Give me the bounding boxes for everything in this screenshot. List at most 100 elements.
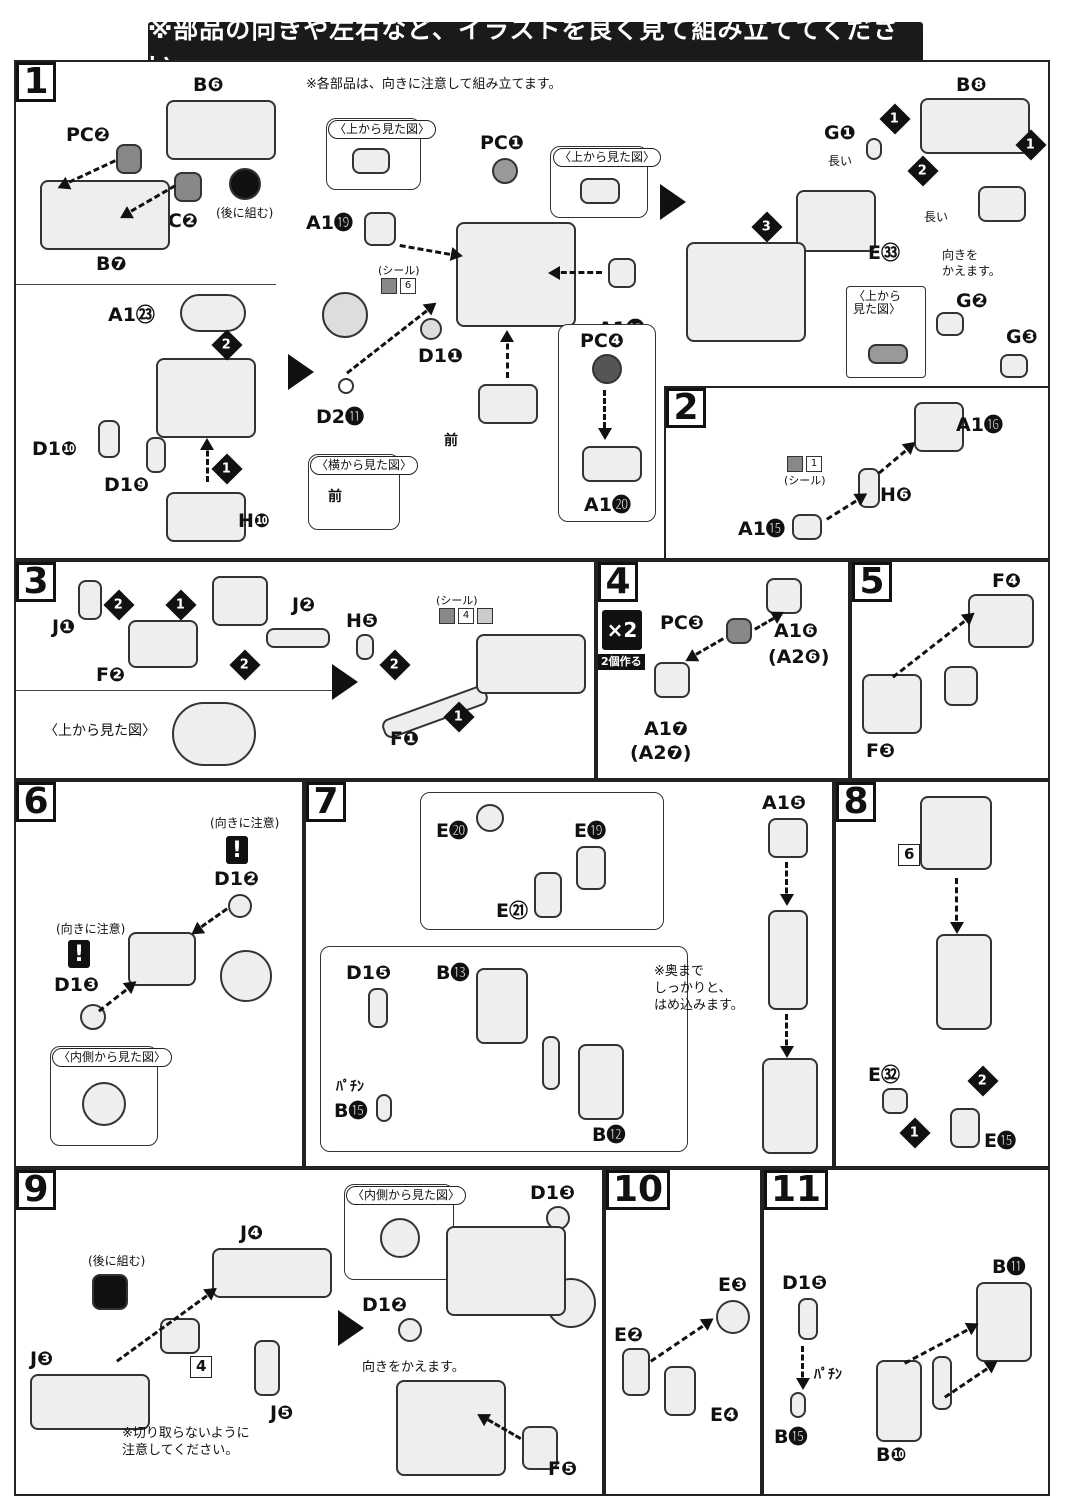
step-3-subdivider xyxy=(16,690,336,691)
part-e33 xyxy=(796,190,876,252)
step-3-panel: 3 J❶ F❷ J❷ 2 1 2 〈上から見た図〉 H❺ 2 F❶ 1 (シール… xyxy=(14,560,596,780)
part-g1 xyxy=(866,138,882,160)
label-b15-s11: B⓯ xyxy=(774,1426,808,1448)
sticker-1: 1(シール) xyxy=(784,456,826,487)
label-d12: D1❷ xyxy=(214,868,260,890)
next-arrow-3 xyxy=(332,664,358,700)
part-torso-core xyxy=(156,358,256,438)
label-b7: B❼ xyxy=(96,253,127,275)
label-caution2: (向きに注意) xyxy=(56,922,126,936)
part-d15-s11 xyxy=(798,1298,818,1340)
label-e20: E⓴ xyxy=(436,820,468,842)
label-b10: B❿ xyxy=(876,1444,907,1466)
part-e15 xyxy=(950,1108,980,1148)
arrow-1d xyxy=(399,244,460,258)
part-d11 xyxy=(420,318,442,340)
part-j4 xyxy=(212,1248,332,1298)
badge-1-s8: 1 xyxy=(899,1117,931,1149)
part-a123 xyxy=(180,294,246,332)
label-topview-b: 〈上から見た図〉 xyxy=(553,148,662,168)
arrow-10a xyxy=(650,1319,712,1363)
arrow-1h xyxy=(603,390,606,436)
label-d13-s9: D1❸ xyxy=(530,1182,576,1204)
part-chest xyxy=(686,242,806,342)
label-j4: J❹ xyxy=(240,1222,264,1244)
label-caution1: (向きに注意) xyxy=(210,816,280,830)
part-link-s7 xyxy=(542,1036,560,1090)
part-insideview-s9 xyxy=(380,1218,420,1258)
arrow-1e xyxy=(552,271,602,274)
part-b13 xyxy=(476,968,528,1044)
step-2-number: 2 xyxy=(666,388,706,428)
label-f3: F❸ xyxy=(866,740,896,762)
part-e32 xyxy=(882,1088,908,1114)
part-ball-s5 xyxy=(944,666,978,706)
arrow-6b xyxy=(98,982,135,1013)
label-e15: E⓯ xyxy=(984,1130,1016,1152)
part-g3 xyxy=(1000,354,1028,378)
label-ref6: 6 xyxy=(898,844,921,866)
badge-1-s3: 1 xyxy=(165,589,197,621)
arrow-7a xyxy=(785,862,788,902)
label-d12-s9: D1❷ xyxy=(362,1294,408,1316)
label-topview-s3: 〈上から見た図〉 xyxy=(44,723,156,739)
step-7-panel: 7 E⓴ E⓳ E㉑ A1❺ D1❺ ﾊﾟﾁﾝ B⓯ B⓭ B⓬ ※奥まで しっ… xyxy=(304,780,834,1168)
part-pc2b xyxy=(174,172,202,202)
part-e2 xyxy=(622,1348,650,1396)
part-link-s11 xyxy=(932,1356,952,1410)
label-b8: B❽ xyxy=(956,74,987,96)
part-f3 xyxy=(862,674,922,734)
step-3-number: 3 xyxy=(16,562,56,602)
step-2-panel: 2 A1⓰ 1(シール) H❻ A1⓯ xyxy=(664,386,1050,560)
part-insideview-s6 xyxy=(82,1082,126,1126)
label-e33: E㉝ xyxy=(868,242,900,264)
next-arrow-1a xyxy=(288,354,314,390)
label-a17: A1❼ xyxy=(644,718,689,740)
label-mae2: 前 xyxy=(328,489,342,505)
step-4-number: 4 xyxy=(598,562,638,602)
arrow-6a xyxy=(193,907,228,933)
label-pachin-s11: ﾊﾟﾁﾝ xyxy=(814,1367,842,1383)
part-a118 xyxy=(608,258,636,288)
part-later-ball xyxy=(229,168,261,200)
part-d12-s9 xyxy=(398,1318,422,1342)
step-11-number: 11 xyxy=(764,1170,829,1210)
label-insideview-s6: 〈内側から見た図〉 xyxy=(52,1048,173,1068)
label-pachin: ﾊﾟﾁﾝ xyxy=(336,1079,364,1095)
part-j2 xyxy=(266,628,330,648)
caution-icon-2: ! xyxy=(68,940,90,968)
label-b12: B⓬ xyxy=(592,1124,626,1146)
part-block-s9 xyxy=(160,1318,200,1354)
label-j1: J❶ xyxy=(52,616,76,638)
arrow-1c xyxy=(206,442,209,482)
label-ref4: 4 xyxy=(190,1356,213,1378)
label-later-s9: (後に組む) xyxy=(88,1254,146,1268)
step-6-number: 6 xyxy=(16,782,56,822)
step-10-panel: 10 E❸ E❷ E❹ xyxy=(604,1168,762,1496)
arrow-2b xyxy=(878,443,914,475)
part-e4 xyxy=(664,1366,696,1416)
label-note-s7: ※奥まで しっかりと、 はめ込みます。 xyxy=(654,964,744,1013)
part-b12 xyxy=(578,1044,624,1120)
part-g2 xyxy=(936,312,964,336)
label-d15-s11: D1❺ xyxy=(782,1272,828,1294)
part-upper-s8 xyxy=(920,796,992,870)
label-d211: D2⓫ xyxy=(316,406,364,428)
label-b15: B⓯ xyxy=(334,1100,368,1122)
label-mae: 前 xyxy=(444,433,458,449)
part-assembled-s3 xyxy=(476,634,586,694)
part-e3 xyxy=(716,1300,750,1334)
label-a16: A1❻ xyxy=(774,620,819,642)
step-10-number: 10 xyxy=(606,1170,671,1210)
label-turn: 向きを かえます。 xyxy=(942,248,1001,278)
part-b15-s11 xyxy=(790,1392,806,1418)
label-g1: G❶ xyxy=(824,122,856,144)
part-pc3 xyxy=(726,618,752,644)
badge-2-s3b: 2 xyxy=(229,649,261,681)
label-e19: E⓳ xyxy=(574,820,606,842)
step-4-panel: 4 ×2 2個作る PC❸ A1❻ (A2❻) A1❼ (A2❼) xyxy=(596,560,850,780)
label-topview-c: 〈上から 見た図〉 xyxy=(848,288,907,319)
badge-2-s1a: 2 xyxy=(211,329,243,361)
label-a15: A1❺ xyxy=(762,792,807,814)
label-turn-s9: 向きをかえます。 xyxy=(362,1360,465,1375)
